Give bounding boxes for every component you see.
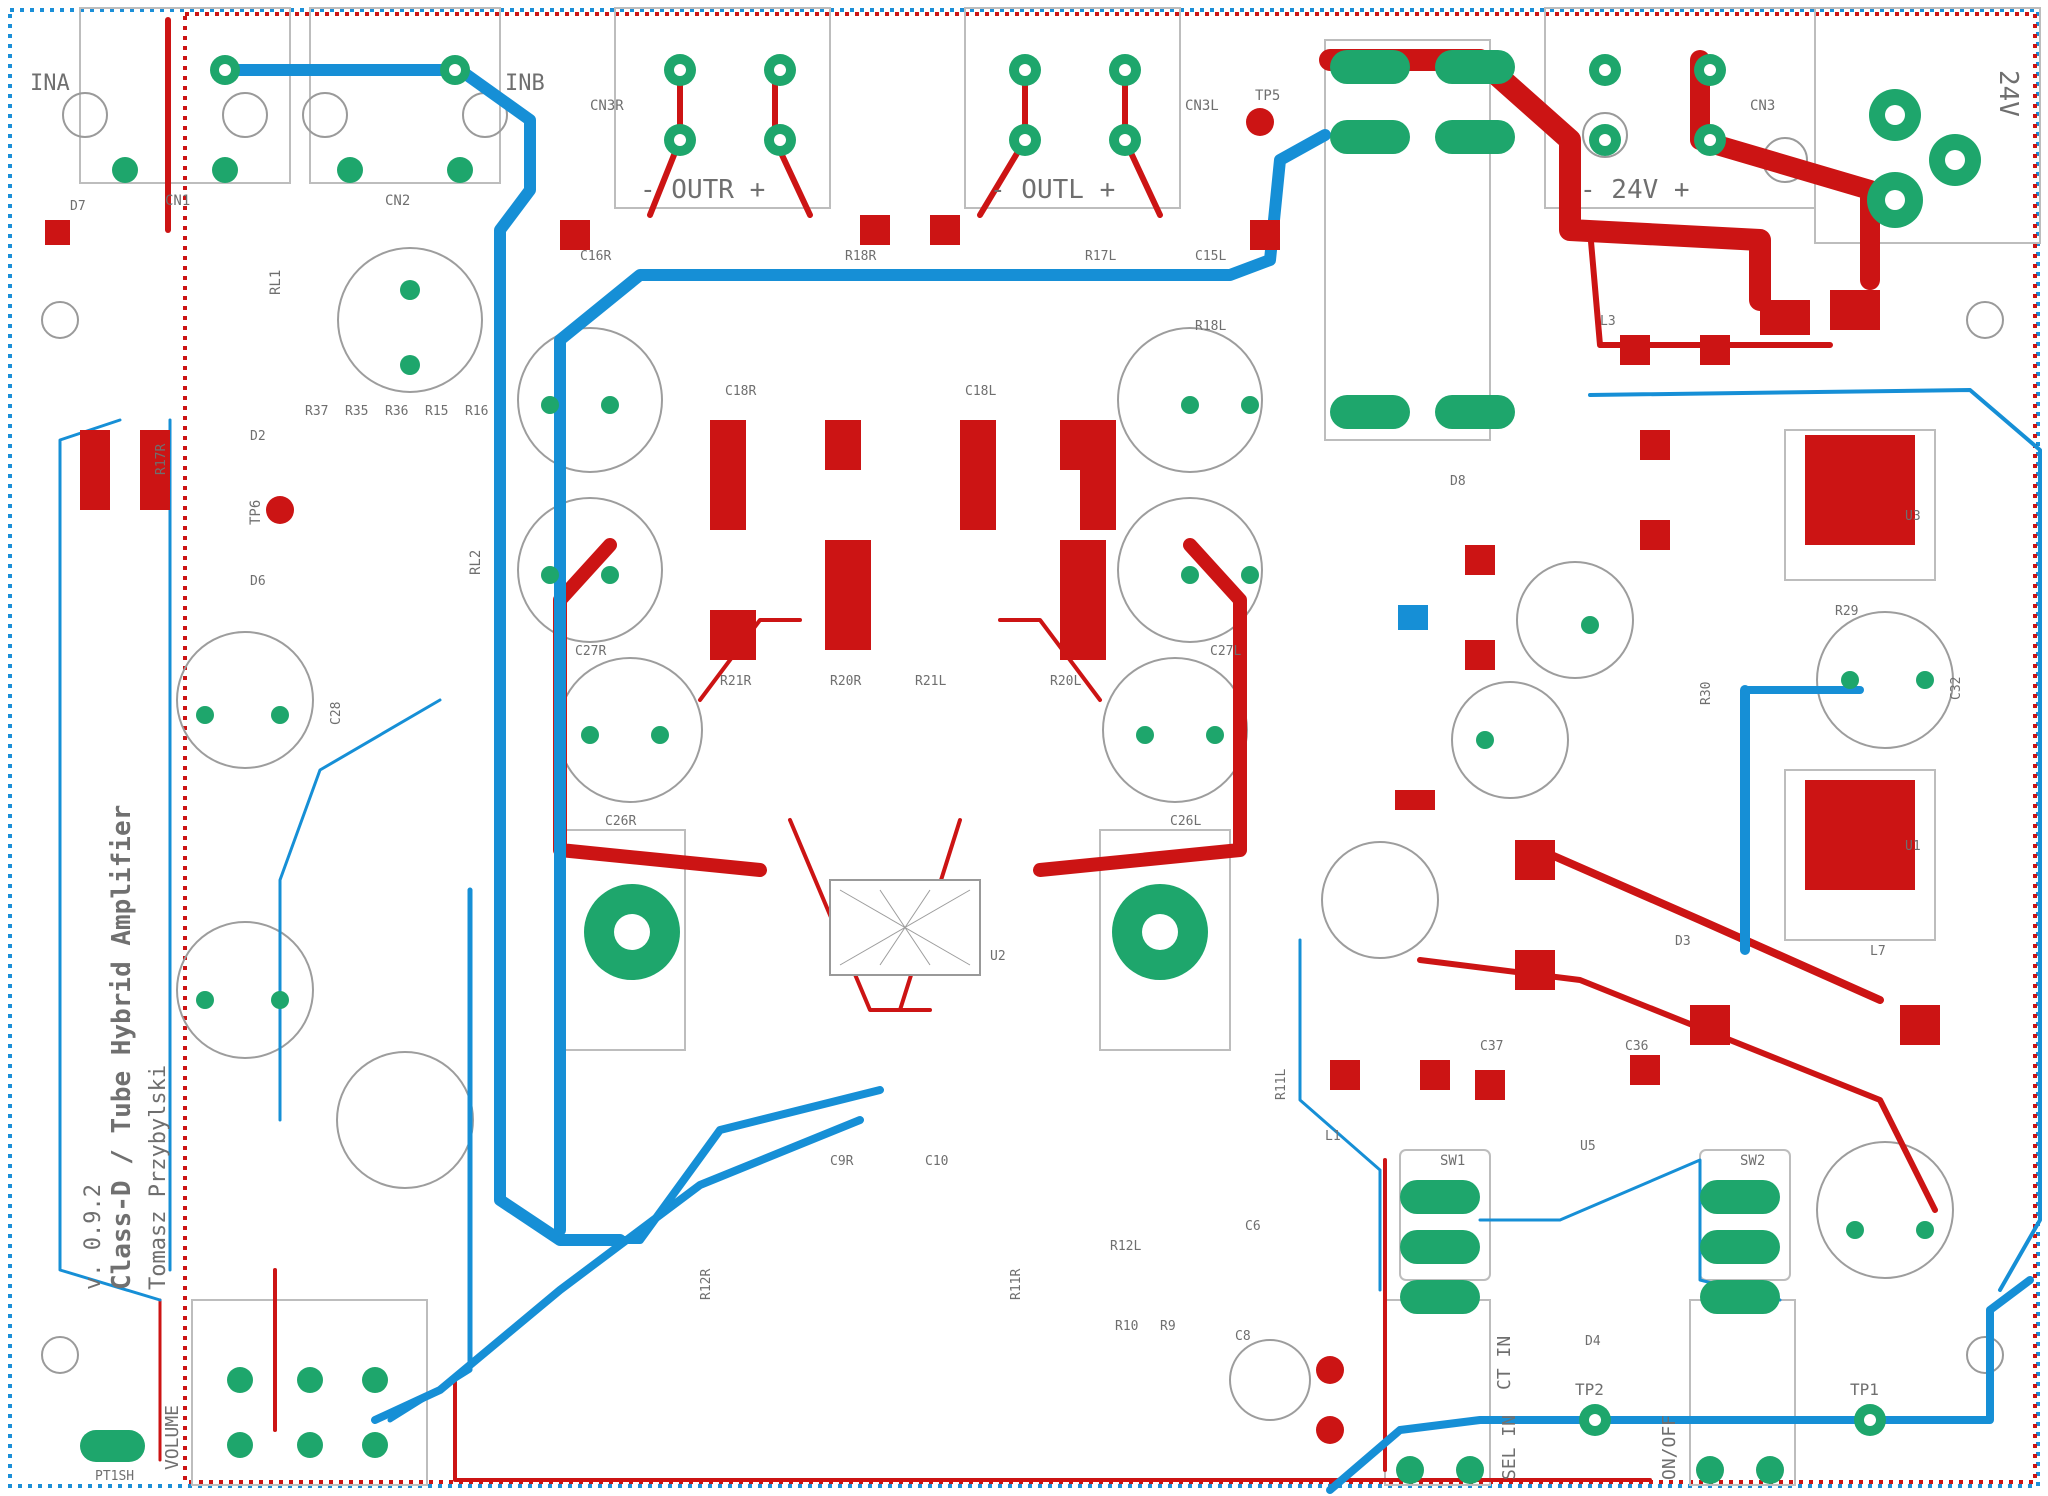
label-r20r: R20R: [830, 674, 861, 689]
label-r11r: R11R: [1009, 1269, 1024, 1300]
label-r15: R15: [425, 404, 448, 419]
bottom-copper-traces: [58, 64, 2042, 1494]
testpoint-pads: [266, 108, 1344, 1444]
label-l7: L7: [1870, 944, 1886, 959]
tht-pads: [80, 50, 1981, 1484]
label-r10: R10: [1115, 1319, 1138, 1334]
label-p1: PT1SH: [95, 1469, 134, 1484]
top-copper-traces: [158, 17, 1938, 1482]
label-r37: R37: [305, 404, 328, 419]
label-cn3l: CN3L: [1185, 98, 1219, 114]
label-c9r: C9R: [830, 1154, 854, 1169]
label-d8: D8: [1450, 474, 1466, 489]
label-d7: D7: [70, 199, 86, 214]
label-cn1: CN1: [165, 193, 190, 209]
heatsink-pads: [584, 884, 1208, 980]
label-r17l: R17L: [1085, 249, 1116, 264]
label-c18l: C18L: [965, 384, 996, 399]
label-r17r: R17R: [154, 444, 169, 475]
label-sel-in: SEL IN: [1499, 1415, 1520, 1480]
label-tp2: TP2: [1575, 1380, 1604, 1399]
label-r35: R35: [345, 404, 368, 419]
label-u2: U2: [990, 949, 1006, 964]
label-c6: C6: [1245, 1219, 1261, 1234]
board-title: Class-D / Tube Hybrid Amplifier: [107, 805, 137, 1290]
label-tp1: TP1: [1850, 1380, 1879, 1399]
label-r21r: R21R: [720, 674, 751, 689]
label-cn2: CN2: [385, 193, 410, 209]
label-outr: - OUTR +: [640, 175, 765, 205]
label-r21l: R21L: [915, 674, 946, 689]
label-outl: - OUTL +: [990, 175, 1115, 205]
label-c15l: C15L: [1195, 249, 1226, 264]
label-r11l: R11L: [1274, 1069, 1289, 1100]
label-inb: INB: [505, 71, 545, 96]
label-c26r: C26R: [605, 814, 636, 829]
label-c16r: C16R: [580, 249, 611, 264]
label-c27l: C27L: [1210, 644, 1241, 659]
capacitor-outlines: [176, 247, 1954, 1421]
label-l3: L3: [1600, 314, 1616, 329]
label-r36: R36: [385, 404, 408, 419]
label-c26l: C26L: [1170, 814, 1201, 829]
label-sw2: SW2: [1740, 1153, 1765, 1169]
board-author: Tomasz Przybylski: [146, 1065, 171, 1290]
label-d4: D4: [1585, 1334, 1601, 1349]
mounting-holes: [41, 92, 2004, 1374]
bottom-smd-pad: [1398, 605, 1428, 630]
label-d2: D2: [250, 429, 266, 444]
label-d6: D6: [250, 574, 266, 589]
label-tp5: TP5: [1255, 88, 1280, 104]
label-rl1: RL1: [268, 270, 284, 295]
label-c32: C32: [1949, 677, 1964, 700]
tht-pad-holes: [219, 64, 1965, 1426]
label-c28: C28: [329, 702, 344, 725]
label-r12l: R12L: [1110, 1239, 1141, 1254]
label-c36: C36: [1625, 1039, 1648, 1054]
label-cn3r: CN3R: [590, 98, 624, 114]
label-r20l: R20L: [1050, 674, 1081, 689]
label-tp6: TP6: [248, 500, 264, 525]
label-c37: C37: [1480, 1039, 1503, 1054]
label-r16: R16: [465, 404, 488, 419]
label-c27r: C27R: [575, 644, 606, 659]
label-r12r: R12R: [699, 1269, 714, 1300]
label-u1: U1: [1905, 839, 1921, 854]
label-r18r: R18R: [845, 249, 876, 264]
u2-ic-body: [829, 879, 981, 976]
label-r29: R29: [1835, 604, 1858, 619]
label-rl2: RL2: [468, 550, 484, 575]
label-ina: INA: [30, 71, 70, 96]
label-24v-polarity: - 24V +: [1580, 175, 1690, 205]
label-l1: L1: [1325, 1129, 1341, 1144]
label-c8: C8: [1235, 1329, 1251, 1344]
smd-pads: [45, 215, 1940, 1100]
label-volume: VOLUME: [162, 1405, 183, 1470]
label-d3: D3: [1675, 934, 1691, 949]
label-c18r: C18R: [725, 384, 756, 399]
label-u3: U3: [1905, 509, 1921, 524]
label-24v: 24V: [1993, 70, 2023, 117]
silkscreen-labels: Class-D / Tube Hybrid Amplifier Tomasz P…: [30, 70, 2023, 1484]
label-r18l: R18L: [1195, 319, 1226, 334]
board-version: v. 0.9.2: [81, 1184, 106, 1290]
label-r30: R30: [1699, 682, 1714, 705]
label-on-off: ON/OFF: [1659, 1415, 1680, 1480]
label-sw1: SW1: [1440, 1153, 1465, 1169]
label-ct-in: CT IN: [1494, 1336, 1515, 1390]
label-r9: R9: [1160, 1319, 1176, 1334]
label-c10: C10: [925, 1154, 948, 1169]
label-cn3: CN3: [1750, 98, 1775, 114]
label-u5: U5: [1580, 1139, 1596, 1154]
